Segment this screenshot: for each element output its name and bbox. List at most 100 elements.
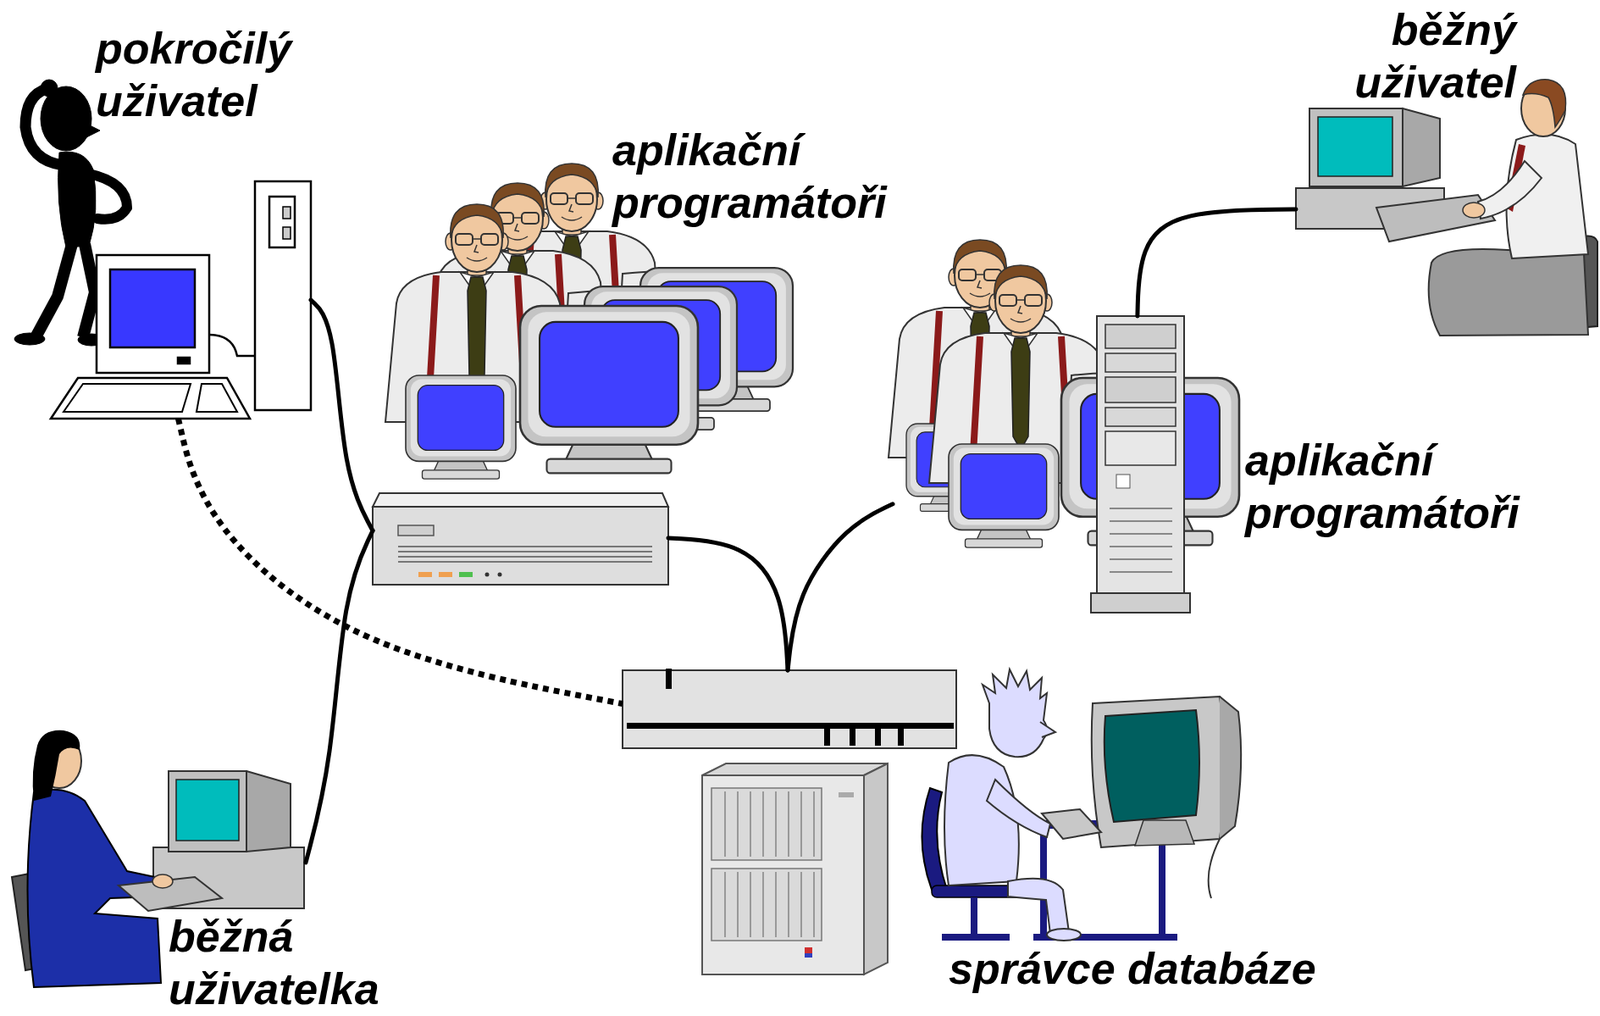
administrator bbox=[921, 787, 947, 890]
network-hub bbox=[665, 668, 672, 689]
administrator bbox=[1041, 808, 1102, 839]
office-worker-man bbox=[1309, 108, 1403, 187]
tower-server bbox=[1105, 407, 1176, 427]
thinking-user-figure bbox=[14, 332, 45, 345]
office-worker-woman bbox=[176, 779, 239, 841]
desktop-pc bbox=[282, 206, 291, 219]
network-station: pokročilý uživatel bbox=[50, 181, 311, 419]
desktop-pc bbox=[50, 181, 311, 419]
office-worker-man bbox=[1295, 79, 1598, 336]
administrator bbox=[1007, 878, 1069, 934]
network-hub bbox=[626, 722, 954, 729]
office-worker-man bbox=[1522, 79, 1567, 128]
rack-server bbox=[438, 571, 453, 577]
thinking-user-figure bbox=[58, 151, 96, 248]
thinking-user-figure bbox=[88, 173, 128, 220]
rack-server bbox=[398, 525, 434, 536]
desktop-pc bbox=[209, 334, 255, 356]
cable-layer bbox=[177, 209, 1296, 863]
administrator bbox=[1104, 709, 1200, 822]
tower-server bbox=[1116, 474, 1130, 488]
tower-server bbox=[1105, 353, 1176, 372]
database-server bbox=[711, 787, 822, 860]
office-worker-woman bbox=[168, 770, 247, 852]
database-server bbox=[804, 946, 813, 953]
desktop-pc bbox=[96, 254, 210, 373]
database-server bbox=[702, 775, 864, 975]
rack-server bbox=[372, 492, 669, 585]
network-cable bbox=[1137, 209, 1296, 316]
office-worker-woman bbox=[152, 874, 173, 888]
rack-server bbox=[459, 571, 473, 577]
network-cable bbox=[305, 530, 373, 863]
administrator bbox=[944, 754, 1019, 886]
network-hub bbox=[849, 726, 856, 746]
desktop-pc bbox=[110, 269, 195, 348]
network-station: aplikační programátoři bbox=[892, 315, 1186, 615]
thinking-user-figure bbox=[35, 243, 72, 338]
desktop-pc bbox=[269, 196, 295, 248]
dotted-link bbox=[177, 418, 623, 704]
network-hub bbox=[622, 669, 957, 748]
database-server bbox=[863, 763, 888, 975]
rack-server bbox=[418, 571, 432, 577]
database-server bbox=[838, 791, 854, 798]
rack-server bbox=[372, 506, 669, 585]
desktop-pc bbox=[63, 383, 191, 412]
database-server bbox=[725, 791, 814, 937]
tower-server bbox=[1105, 324, 1176, 349]
tower-server bbox=[1096, 315, 1185, 596]
database-server bbox=[702, 763, 888, 776]
network-hub bbox=[874, 726, 881, 746]
desktop-pc bbox=[282, 226, 291, 239]
network-cable bbox=[310, 299, 373, 531]
tower-server bbox=[1105, 376, 1176, 403]
database-server bbox=[804, 952, 813, 958]
administrator bbox=[921, 669, 1241, 941]
network-cable bbox=[787, 503, 893, 670]
station-label: běžný uživatel bbox=[1354, 3, 1517, 110]
desktop-pc bbox=[50, 377, 250, 419]
tower-server bbox=[1090, 592, 1191, 613]
desktop-pc bbox=[254, 181, 311, 410]
network-hub bbox=[622, 668, 957, 748]
network-station: správce databáze bbox=[622, 669, 957, 748]
rack-server bbox=[485, 572, 490, 577]
network-station: běžný uživatel bbox=[1295, 106, 1597, 338]
administrator bbox=[986, 779, 1051, 837]
network-station: aplikační programátoři bbox=[372, 492, 669, 585]
rack-server bbox=[398, 546, 653, 562]
rack-server bbox=[372, 492, 669, 507]
desktop-pc bbox=[177, 357, 190, 364]
office-worker-man bbox=[1478, 160, 1542, 219]
station-label: aplikační programátoři bbox=[1245, 433, 1520, 540]
station-label: pokročilý uživatel bbox=[95, 22, 292, 128]
network-cable bbox=[668, 537, 788, 670]
administrator bbox=[941, 896, 1010, 937]
tower-server bbox=[1090, 315, 1191, 613]
office-worker-man bbox=[1317, 116, 1393, 177]
desktop-pc bbox=[196, 383, 238, 412]
administrator bbox=[1040, 721, 1056, 737]
office-worker-woman bbox=[33, 730, 81, 801]
database-server bbox=[711, 868, 822, 941]
administrator bbox=[1208, 838, 1220, 898]
station-label: správce databáze bbox=[948, 941, 1317, 995]
station-label: běžná uživatelka bbox=[168, 909, 380, 1016]
office-worker-woman bbox=[246, 770, 291, 852]
tower-server bbox=[1105, 431, 1176, 466]
station-label: aplikační programátoři bbox=[612, 123, 887, 230]
network-hub bbox=[897, 726, 904, 746]
network-station: běžná uživatelka bbox=[10, 732, 306, 907]
administrator bbox=[1091, 696, 1225, 848]
administrator bbox=[1219, 696, 1241, 839]
programmer-group-right bbox=[888, 239, 1240, 548]
thinking-user-figure bbox=[83, 243, 95, 338]
programmer-group-left bbox=[405, 375, 516, 479]
administrator bbox=[1134, 819, 1195, 846]
network-hub bbox=[824, 726, 831, 746]
administrator bbox=[982, 669, 1047, 757]
tower-server bbox=[1109, 508, 1173, 572]
office-worker-man bbox=[1462, 202, 1485, 218]
